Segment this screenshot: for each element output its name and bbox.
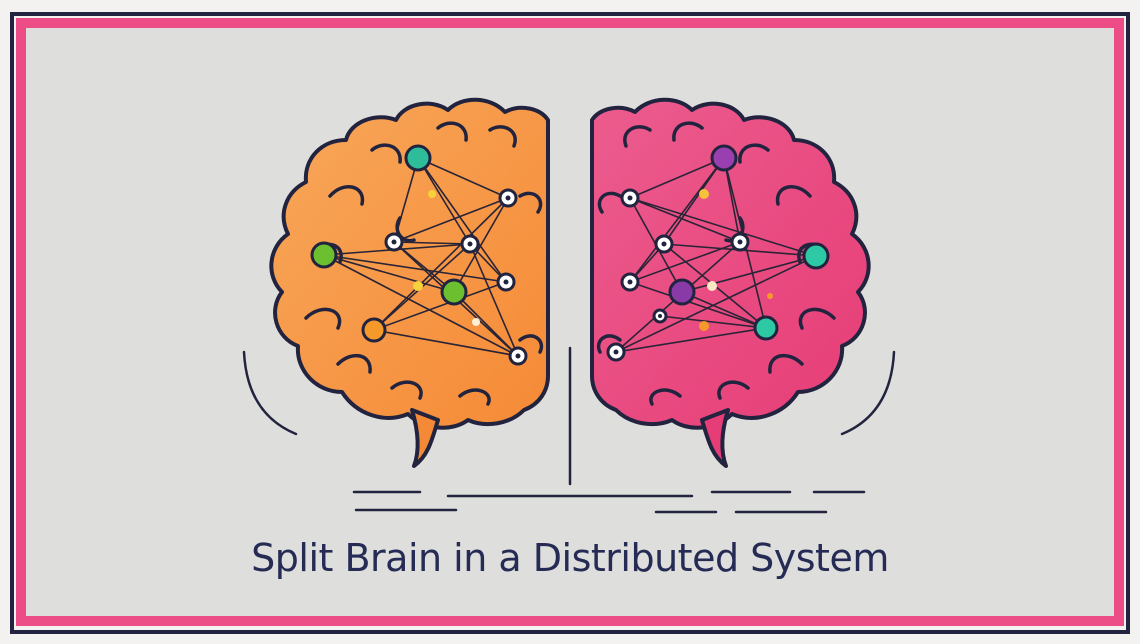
pink-border-panel — [16, 18, 1124, 626]
split-divider — [242, 346, 896, 514]
diagram-title: Split Brain in a Distributed System — [251, 536, 889, 580]
left-brain-icon — [269, 97, 550, 468]
right-brain-icon — [590, 97, 871, 468]
